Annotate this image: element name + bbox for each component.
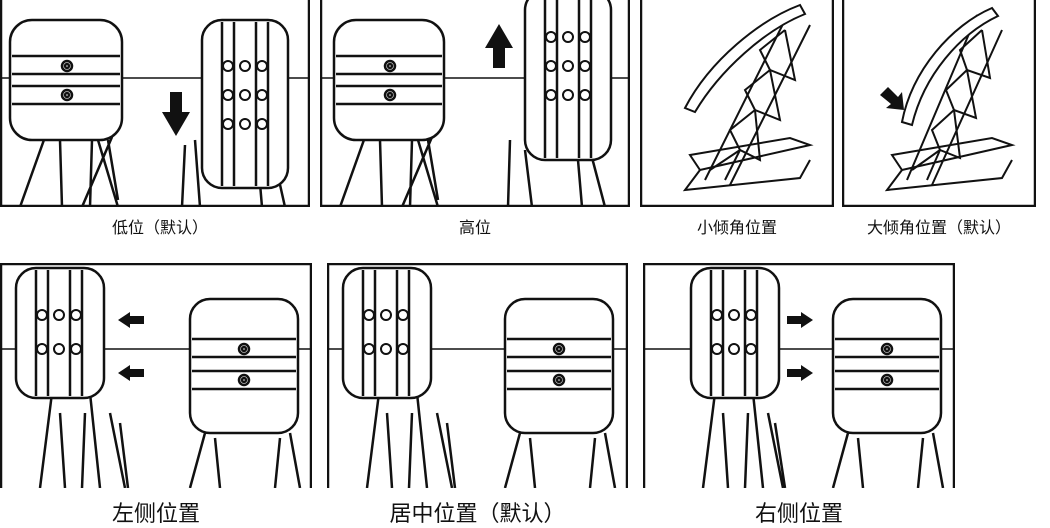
high-position-illustration — [320, 0, 630, 207]
panel-low-position — [0, 0, 310, 207]
arrow-diagonal-icon — [880, 87, 904, 110]
caption-small-tilt: 小倾角位置 — [696, 218, 777, 237]
caption-center-position: 居中位置（默认） — [389, 502, 566, 527]
caption-large-tilt: 大倾角位置（默认） — [866, 218, 1011, 237]
small-tilt-illustration — [640, 0, 834, 207]
panel-center-position — [327, 263, 628, 488]
arrow-left-icon — [118, 312, 144, 381]
arrow-up-icon — [485, 24, 513, 68]
caption-low-position: 低位（默认） — [111, 218, 208, 237]
arrow-down-icon — [162, 92, 190, 136]
large-tilt-illustration — [842, 0, 1036, 207]
low-position-illustration — [0, 0, 310, 207]
arrow-right-icon — [787, 312, 813, 381]
right-position-illustration — [643, 263, 955, 488]
left-position-illustration — [0, 263, 312, 488]
caption-high-position: 高位 — [458, 218, 491, 237]
caption-right-position: 右侧位置 — [754, 502, 843, 527]
panel-high-position — [320, 0, 630, 207]
panel-small-tilt — [640, 0, 834, 207]
panel-large-tilt — [842, 0, 1036, 207]
center-position-illustration — [327, 263, 628, 488]
panel-left-position — [0, 263, 312, 488]
caption-left-position: 左侧位置 — [111, 502, 200, 527]
panel-right-position — [643, 263, 955, 488]
